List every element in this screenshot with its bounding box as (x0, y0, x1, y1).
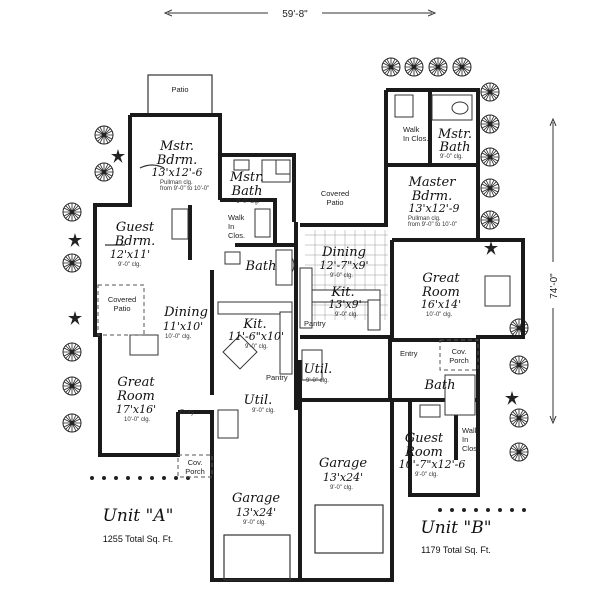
a-great-room-ceiling: 10'-0" clg. (124, 417, 151, 423)
unit-a-fixtures (105, 159, 295, 439)
center-covered-patio-name2: Patio (326, 198, 343, 207)
a-master-bdrm-name2: Bdrm. (156, 153, 198, 168)
a-kit-name: Kit. (242, 317, 266, 332)
b-entry-label: Entry (400, 349, 418, 358)
b-bath-label: Bath (424, 378, 456, 393)
b-cov-porch-name1: Cov. (452, 347, 467, 356)
a-garage-ceiling: 9'-0" clg. (243, 520, 266, 526)
a-guest-bdrm-name2: Bdrm. (114, 234, 156, 249)
overall-depth: 74'-0" (549, 273, 560, 299)
center-covered-patio-name1: Covered (321, 189, 349, 198)
overall-width: 59'-8" (282, 9, 308, 20)
a-master-bdrm-note1: Pullman clg. (160, 180, 193, 186)
a-guest-bdrm-name1: Guest (116, 220, 155, 235)
a-kit-ceiling: 9'-0" clg. (245, 344, 268, 350)
b-dining-size: 12'-7"x9' (319, 259, 368, 272)
b-master-bath-name1: Mstr. (437, 127, 472, 142)
a-util-name: Util. (244, 393, 273, 408)
b-master-bdrm-name2: Bdrm. (411, 189, 453, 204)
b-great-room-size: 16'x14' (421, 298, 461, 311)
a-master-bdrm-name1: Mstr. (159, 139, 194, 154)
b-guest-room-size: 10'-7"x12'-6 (399, 458, 466, 471)
b-walk-in-name2: In Clos. (403, 134, 428, 143)
unit-b-fixtures (299, 94, 511, 418)
unit-b-garage-door (314, 504, 384, 554)
a-great-room-size: 17'x16' (116, 403, 156, 416)
a-dining-name: Dining (163, 305, 208, 320)
b-garage-ceiling: 9'-0" clg. (330, 485, 353, 491)
unit-a-sqft: 1255 Total Sq. Ft. (103, 534, 173, 544)
b-great-room-name1: Great (422, 271, 460, 286)
b-master-bdrm-name1: Master (408, 175, 457, 190)
b-walk-in2-name3: Clos. (462, 444, 479, 453)
b-kit-ceiling: 9'-0" clg. (335, 312, 358, 318)
a-dining-size: 11'x10' (163, 320, 203, 333)
unit-a-garage-door (223, 534, 291, 581)
a-guest-bdrm-size: 12'x11' (110, 248, 150, 261)
b-garage-size: 13'x24' (323, 471, 363, 484)
patio-slab (147, 74, 213, 116)
a-kit-size: 11'-6"x10' (228, 330, 284, 343)
b-util-ceiling: 9'-0" clg. (306, 378, 329, 384)
a-covered-patio-name2: Patio (113, 304, 130, 313)
a-master-bath-name2: Bath (231, 184, 263, 199)
b-kit-size: 13'x9' (328, 298, 361, 311)
a-pantry-label: Pantry (266, 373, 288, 382)
unit-a-cov-porch-outline (177, 454, 213, 478)
b-guest-room-ceiling: 9'-0" clg. (415, 472, 438, 478)
b-pantry-label: Pantry (304, 319, 326, 328)
a-walk-in-name2: In (228, 222, 234, 231)
b-master-bdrm-note2: from 9'-0" to 10'-0" (408, 222, 457, 228)
a-entry-label: Entry (180, 410, 194, 416)
a-master-bdrm-size: 13'x12'-6 (152, 166, 203, 179)
b-walk-in-name1: Walk (403, 125, 420, 134)
b-great-room-ceiling: 10'-0" clg. (426, 312, 453, 318)
b-guest-room-name2: Room (404, 445, 443, 460)
unit-b-sqft: 1179 Total Sq. Ft. (421, 545, 491, 555)
b-garage-name: Garage (319, 456, 367, 471)
a-dining-ceiling: 10'-0" clg. (165, 334, 192, 340)
b-walk-in2-name1: Walk (462, 426, 479, 435)
b-kit-name: Kit. (330, 285, 354, 300)
unit-a-covered-patio-outline (97, 284, 145, 336)
a-master-bdrm-note2: from 9'-0" to 10'-0" (160, 186, 209, 192)
unit-b-walls (298, 88, 525, 582)
hedge-dots (90, 476, 526, 512)
a-master-bath-name1: Mstr. (229, 170, 264, 185)
a-cov-porch-name2: Porch (185, 467, 205, 476)
a-great-room-name2: Room (116, 389, 155, 404)
b-cov-porch-name2: Porch (449, 356, 469, 365)
a-bath-label: Bath (245, 259, 277, 274)
b-dining-name: Dining (321, 245, 366, 260)
patio-label: Patio (171, 85, 188, 94)
b-master-bdrm-size: 13'x12'-9 (409, 202, 460, 215)
unit-a-label: Unit "A" (103, 506, 174, 526)
b-guest-room-name1: Guest (405, 431, 444, 446)
b-dining-ceiling: 9'-0" clg. (330, 273, 353, 279)
b-master-bath-name2: Bath (439, 140, 471, 155)
b-master-bath-ceiling: 9'-0" clg. (440, 154, 463, 160)
a-guest-bdrm-ceiling: 9'-0" clg. (118, 262, 141, 268)
a-cov-porch-name1: Cov. (188, 458, 203, 467)
unit-b-cov-porch-outline (439, 339, 479, 371)
a-great-room-name1: Great (117, 375, 155, 390)
a-walk-in-name1: Walk (228, 213, 245, 222)
b-great-room-name2: Room (421, 285, 460, 300)
a-master-bath-ceiling: 9'-0" clg. (237, 199, 260, 205)
a-util-ceiling: 9'-0" clg. (252, 408, 275, 414)
a-covered-patio-name1: Covered (108, 295, 136, 304)
a-garage-name: Garage (232, 491, 280, 506)
b-walk-in2-name2: In (462, 435, 468, 444)
b-master-bdrm-note1: Pullman clg. (408, 216, 441, 222)
unit-b-label: Unit "B" (420, 518, 491, 538)
a-garage-size: 13'x24' (236, 506, 276, 519)
a-walk-in-name3: Clos. (228, 231, 245, 240)
unit-a-walls (93, 113, 302, 582)
b-util-name: Util. (304, 362, 333, 377)
